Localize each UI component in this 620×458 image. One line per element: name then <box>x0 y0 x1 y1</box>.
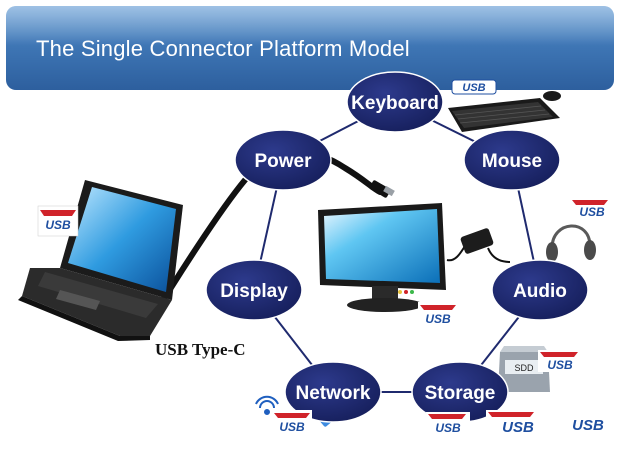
svg-text:USB: USB <box>572 417 604 434</box>
svg-text:USB: USB <box>279 420 305 434</box>
node-mouse-label: Mouse <box>482 151 542 172</box>
headset-image <box>546 224 596 275</box>
usb-logo-bottom-2: USB <box>486 410 538 436</box>
usb-logo-network: USB <box>272 410 312 436</box>
node-keyboard-label: Keyboard <box>351 93 439 114</box>
usb-logo-bottom-3: USB <box>554 412 608 434</box>
node-audio: Audio <box>491 259 589 321</box>
keyboard-image <box>448 91 561 132</box>
svg-text:USB: USB <box>435 421 461 435</box>
usb-logo-keyboard: USB <box>451 79 497 95</box>
node-mouse: Mouse <box>463 129 561 191</box>
slide-title: The Single Connector Platform Model <box>36 36 410 61</box>
monitor-image <box>318 203 446 312</box>
svg-text:USB: USB <box>579 205 605 219</box>
node-storage: Storage <box>411 361 509 423</box>
svg-text:USB: USB <box>425 312 451 326</box>
title-banner: The Single Connector Platform Model <box>6 6 614 90</box>
node-keyboard: Keyboard <box>346 71 444 133</box>
usb-c-plug-top <box>369 180 395 198</box>
node-network: Network <box>284 361 382 423</box>
usb-logo-storage: USB <box>538 350 582 372</box>
usb-logo-display: USB <box>418 302 458 328</box>
node-storage-label: Storage <box>425 383 496 404</box>
ssd-label: SDD <box>514 363 534 373</box>
usb-logo-mouse: USB <box>570 197 610 219</box>
power-adapter-image <box>446 228 511 263</box>
node-power: Power <box>234 129 332 191</box>
ssd-image: SDD <box>498 346 550 392</box>
node-audio-label: Audio <box>513 281 567 302</box>
wifi-icon <box>255 395 279 415</box>
usb-type-c-label: USB Type-C <box>155 340 246 359</box>
usb-logo-laptop: USB <box>37 205 79 237</box>
svg-text:USB: USB <box>547 358 573 372</box>
laptop-image <box>18 180 183 341</box>
svg-text:USB: USB <box>502 419 534 436</box>
svg-text:USB: USB <box>45 218 71 232</box>
usb-logo-bottom-1: USB <box>426 412 470 436</box>
node-display: Display <box>205 259 303 321</box>
node-power-label: Power <box>254 151 312 172</box>
svg-text:USB: USB <box>462 82 485 94</box>
node-display-label: Display <box>220 281 288 302</box>
node-network-label: Network <box>296 383 371 404</box>
